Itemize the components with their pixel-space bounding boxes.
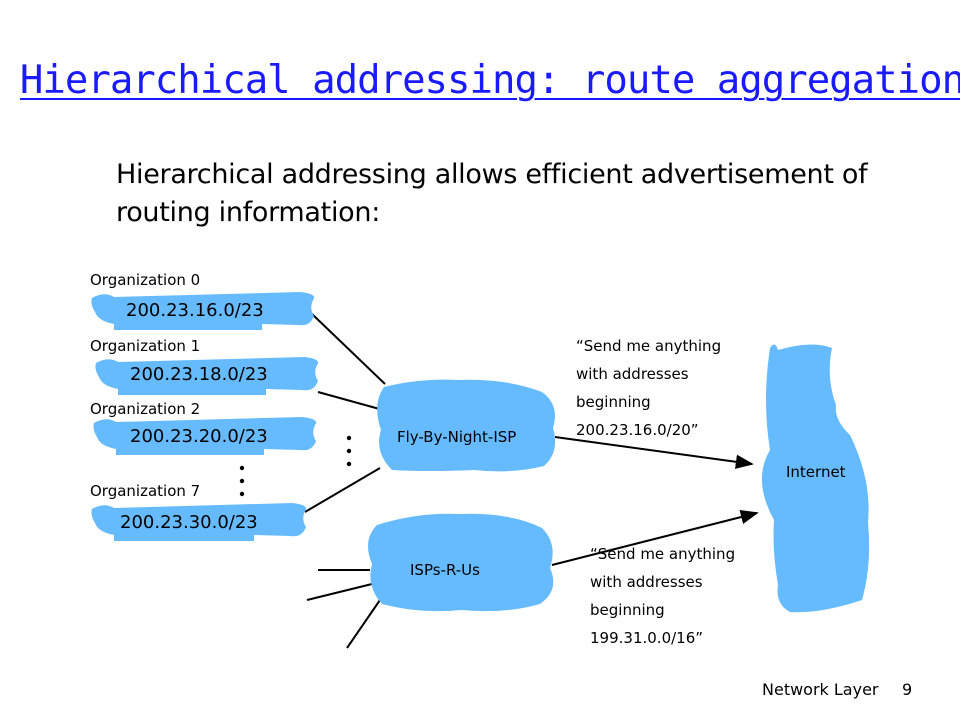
fly-by-night-isp-label: Fly-By-Night-ISP [397, 428, 517, 446]
advert-line: with addresses [590, 573, 703, 591]
footer-section: Network Layer [762, 680, 879, 699]
ellipsis-dots-isp [346, 435, 352, 467]
org7-label: Organization 7 [90, 482, 201, 500]
intro-text: Hierarchical addressing allows efficient… [116, 159, 868, 228]
advert-line: “Send me anything [590, 545, 736, 563]
org1-label: Organization 1 [90, 337, 201, 355]
org1-cloud [95, 357, 319, 395]
advert-line: 199.31.0.0/16” [590, 629, 704, 647]
org2-cloud [93, 417, 317, 455]
footer-page-number: 9 [902, 680, 913, 699]
internet-label: Internet [786, 463, 846, 481]
org2-label: Organization 2 [90, 400, 201, 418]
isps-r-us-link-3 [346, 599, 381, 649]
advert-arrow-fly-by-night [554, 436, 754, 469]
fly-by-night-advertisement: “Send me anything with addresses beginni… [576, 332, 721, 444]
advert-line: beginning [590, 601, 665, 619]
isps-r-us-advertisement: “Send me anything with addresses beginni… [590, 540, 735, 652]
org1-prefix: 200.23.18.0/23 [130, 364, 268, 385]
isps-r-us-link-2 [306, 583, 373, 601]
ellipsis-dots-orgs [239, 465, 245, 497]
org2-prefix: 200.23.20.0/23 [130, 426, 268, 447]
link-org1-isp [317, 391, 384, 411]
org7-cloud [91, 503, 307, 541]
org0-prefix: 200.23.16.0/23 [126, 300, 264, 321]
advert-line: beginning [576, 393, 651, 411]
isps-r-us-label: ISPs-R-Us [410, 561, 480, 579]
link-org0-isp [311, 313, 386, 385]
org7-prefix: 200.23.30.0/23 [120, 512, 258, 533]
isps-r-us-cloud [368, 513, 554, 612]
advert-arrow-isps-r-us [551, 510, 759, 566]
advert-line: with addresses [576, 365, 689, 383]
internet-cloud [761, 344, 870, 613]
slide-title: Hierarchical addressing: route aggregati… [19, 58, 960, 103]
fly-by-night-isp-cloud [377, 379, 556, 472]
advert-line: “Send me anything [576, 337, 722, 355]
org0-cloud [91, 292, 315, 330]
advert-line: 200.23.16.0/20” [576, 421, 699, 439]
org0-label: Organization 0 [90, 271, 201, 289]
link-org7-isp [304, 467, 381, 513]
